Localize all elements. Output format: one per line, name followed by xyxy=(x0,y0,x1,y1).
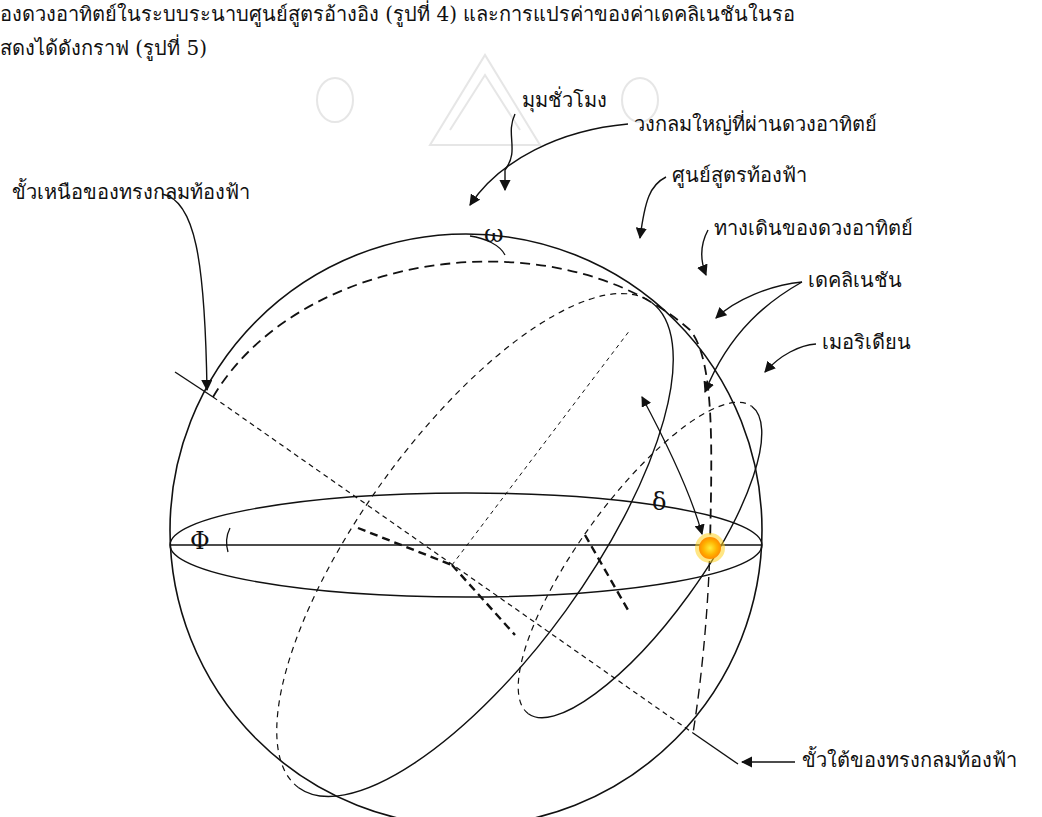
angle-symbol: ω xyxy=(484,220,504,249)
callout-label: ขั้วใต้ของทรงกลมท้องฟ้า xyxy=(802,748,1017,772)
callout-label: ขั้วเหนือของทรงกลมท้องฟ้า xyxy=(12,180,250,204)
callout-label: มุมชั่วโมง xyxy=(522,88,607,112)
callout-label: สดงได้ดังกราฟ (รูปที่ 5) xyxy=(0,36,207,60)
callout-label: ทางเดินของดวงอาทิตย์ xyxy=(714,216,913,240)
callout-label: องดวงอาทิตย์ในระบบระนาบศูนย์สูตรอ้างอิง … xyxy=(0,2,795,26)
callout-label: ศูนย์สูตรท้องฟ้า xyxy=(672,163,807,187)
sun-symbol xyxy=(695,533,725,563)
angle-symbol: Φ xyxy=(190,527,210,556)
angle-symbol: δ xyxy=(652,488,666,517)
callout-label: เมอริเดียน xyxy=(822,330,911,354)
callout-label: เดคลิเนชัน xyxy=(808,268,902,292)
callout-label: วงกลมใหญ่ที่ผ่านดวงอาทิตย์ xyxy=(634,112,877,136)
watermark xyxy=(317,55,658,145)
